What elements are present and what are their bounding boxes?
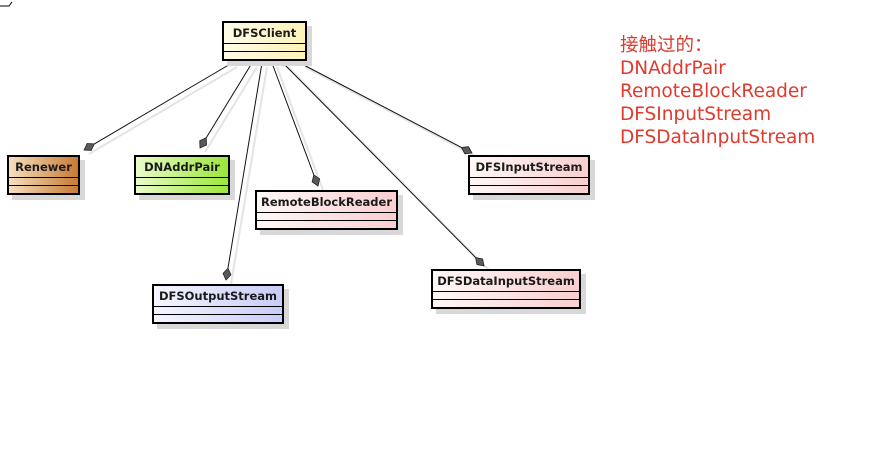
class-remoteblockreader[interactable]: RemoteBlockReader: [255, 190, 398, 230]
methods-compartment: [154, 314, 282, 322]
class-name: DNAddrPair: [144, 160, 220, 174]
class-dfsoutputstream[interactable]: DFSOutputStream: [152, 284, 284, 324]
aggregation-edge-renewer[interactable]: [94, 62, 233, 145]
edge-shadow: [204, 66, 258, 153]
attributes-compartment: [136, 177, 228, 185]
attributes-compartment: [257, 212, 396, 220]
notes-item: RemoteBlockReader: [620, 81, 807, 102]
edge-shadow: [287, 66, 490, 271]
edge-shadow: [276, 66, 324, 191]
methods-compartment: [433, 299, 579, 307]
class-dfsdatainputstream[interactable]: DFSDataInputStream: [431, 269, 581, 309]
notes-heading: 接触过的：: [620, 35, 713, 56]
aggregation-diamond-icon: [475, 256, 485, 267]
attributes-compartment: [433, 291, 579, 299]
class-name: DFSOutputStream: [158, 289, 278, 303]
class-name: DFSClient: [232, 26, 297, 40]
methods-compartment: [224, 51, 305, 59]
methods-compartment: [470, 185, 588, 193]
notes-panel: 接触过的： DNAddrPair RemoteBlockReader DFSIn…: [620, 34, 815, 149]
class-name: DFSDataInputStream: [437, 274, 575, 288]
class-name: Renewer: [15, 160, 72, 174]
notes-item: DFSDataInputStream: [620, 127, 816, 148]
edge-shadow: [230, 66, 268, 285]
edge-shadow: [88, 66, 238, 155]
class-name: RemoteBlockReader: [260, 195, 393, 209]
attributes-compartment: [9, 177, 78, 185]
class-dnaddrpair[interactable]: DNAddrPair: [134, 155, 230, 195]
notes-item: DFSInputStream: [620, 104, 772, 125]
aggregation-edge-dfsdatainputstream[interactable]: [282, 62, 476, 258]
aggregation-edge-dfsoutputstream[interactable]: [227, 62, 263, 269]
aggregation-diamond-icon: [311, 174, 321, 187]
aggregation-edge-dnaddrpair[interactable]: [205, 62, 253, 139]
methods-compartment: [257, 220, 396, 228]
aggregation-diamond-icon: [83, 143, 95, 151]
notes-item: DNAddrPair: [620, 58, 726, 79]
aggregation-diamond-icon: [222, 267, 232, 281]
edge-shadow: [304, 66, 478, 158]
aggregation-edge-remoteblockreader[interactable]: [271, 62, 315, 175]
aggregation-diamond-icon: [199, 137, 207, 149]
class-dfsinputstream[interactable]: DFSInputStream: [468, 155, 590, 195]
aggregation-edge-dfsinputstream[interactable]: [299, 62, 462, 148]
class-dfsclient[interactable]: DFSClient: [222, 21, 307, 61]
methods-compartment: [9, 185, 78, 193]
attributes-compartment: [154, 306, 282, 314]
attributes-compartment: [224, 43, 305, 51]
class-name: DFSInputStream: [475, 160, 583, 174]
corner-mark: [0, 1, 13, 7]
aggregation-diamond-icon: [460, 146, 473, 155]
attributes-compartment: [470, 177, 588, 185]
class-renewer[interactable]: Renewer: [7, 155, 80, 195]
methods-compartment: [136, 185, 228, 193]
